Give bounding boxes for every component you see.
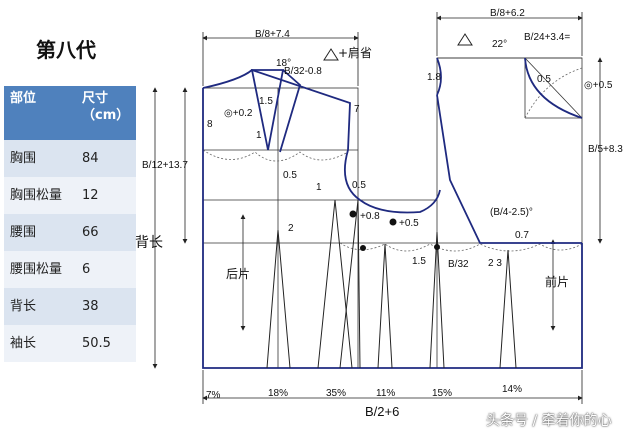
label-front-piece: 前片 <box>545 274 569 289</box>
label-pct-35: 35% <box>326 388 346 399</box>
label-8: 8 <box>207 119 213 130</box>
label-dot-05: ◎+0.5 <box>584 80 613 91</box>
label-back-neck: 18° <box>276 58 291 69</box>
label-0-7: 0.7 <box>515 230 529 241</box>
label-top-right-width: B/8+6.2 <box>490 8 525 19</box>
triangle-mark <box>457 33 473 46</box>
table-cell-size: 38 <box>76 288 136 325</box>
table-header-size: 尺寸 （cm） <box>76 86 136 140</box>
label-pct-15: 15% <box>432 388 452 399</box>
table-cell-part: 腰围 <box>4 214 76 251</box>
table-row: 胸围 84 <box>4 140 136 177</box>
table-cell-size: 6 <box>76 251 136 288</box>
table-cell-size: 84 <box>76 140 136 177</box>
label-1-5b: 1.5 <box>412 256 426 267</box>
label-back-piece: 后片 <box>226 267 250 281</box>
label-1-5: 1.5 <box>259 96 273 107</box>
marker-dots <box>349 210 440 251</box>
label-b32-08: B/32-0.8 <box>284 66 322 77</box>
label-front-neck: 22° <box>492 39 507 50</box>
pattern-outline <box>202 57 583 369</box>
label-pct-18: 18% <box>268 388 288 399</box>
triangle-mark <box>323 48 339 61</box>
label-pct-14: 14% <box>502 384 522 395</box>
table-cell-part: 背长 <box>4 288 76 325</box>
header-size-text: 尺寸 （cm） <box>82 91 130 123</box>
label-0-5b: 0.5 <box>352 180 366 191</box>
label-b24-34: B/24+3.4= <box>524 32 570 43</box>
page-title: 第八代 <box>36 38 96 62</box>
label-0-5-front: 0.5 <box>537 74 551 85</box>
label-2: 2 <box>288 223 294 234</box>
label-dot-02: ◎+0.2 <box>224 108 253 119</box>
table-cell-part: 腰围松量 <box>4 251 76 288</box>
label-pct-11: 11% <box>376 388 395 399</box>
label-1-8: 1.8 <box>427 72 441 83</box>
label-front-depth: B/5+8.3 <box>588 144 623 155</box>
label-2-3: 2 3 <box>488 258 502 269</box>
label-plus-0-5: +0.5 <box>399 218 419 229</box>
label-plus-0-8: +0.8 <box>360 211 380 222</box>
table-cell-part: 胸围 <box>4 140 76 177</box>
table-cell-part: 胸围松量 <box>4 177 76 214</box>
label-pct-7: 7% <box>206 390 221 401</box>
darts <box>266 199 517 369</box>
dimension-lines <box>152 12 603 404</box>
table-cell-part: 袖长 <box>4 325 76 362</box>
table-row: 胸围松量 12 <box>4 177 136 214</box>
table-cell-size: 50.5 <box>76 325 136 362</box>
table-header-row: 部位 尺寸 （cm） <box>4 86 136 140</box>
label-bottom-width: B/2+6 <box>365 404 399 419</box>
watermark: 头条号 / 牵着你的心 <box>486 413 612 429</box>
table-row: 背长 38 <box>4 288 136 325</box>
label-top-left-width: B/8+7.4 <box>255 29 290 40</box>
label-b32: B/32 <box>448 259 469 270</box>
label-1b: 1 <box>316 182 322 193</box>
table-header-part: 部位 <box>4 86 76 140</box>
table-row: 腰围松量 6 <box>4 251 136 288</box>
table-row: 腰围 66 <box>4 214 136 251</box>
label-back-depth: B/12+13.7 <box>142 160 188 171</box>
label-0-5a: 0.5 <box>283 170 297 181</box>
label-back-length: 背长 <box>135 235 163 251</box>
dashed-curves <box>202 67 583 252</box>
label-1a: 1 <box>256 130 262 141</box>
size-table: 部位 尺寸 （cm） 胸围 84 胸围松量 12 腰围 66 腰围松量 6 背长… <box>4 86 136 362</box>
label-7: 7 <box>354 104 360 115</box>
label-b4: (B/4-2.5)° <box>490 207 533 218</box>
label-shoulder-dart: +肩省 <box>338 45 372 60</box>
table-cell-size: 66 <box>76 214 136 251</box>
table-row: 袖长 50.5 <box>4 325 136 362</box>
table-cell-size: 12 <box>76 177 136 214</box>
